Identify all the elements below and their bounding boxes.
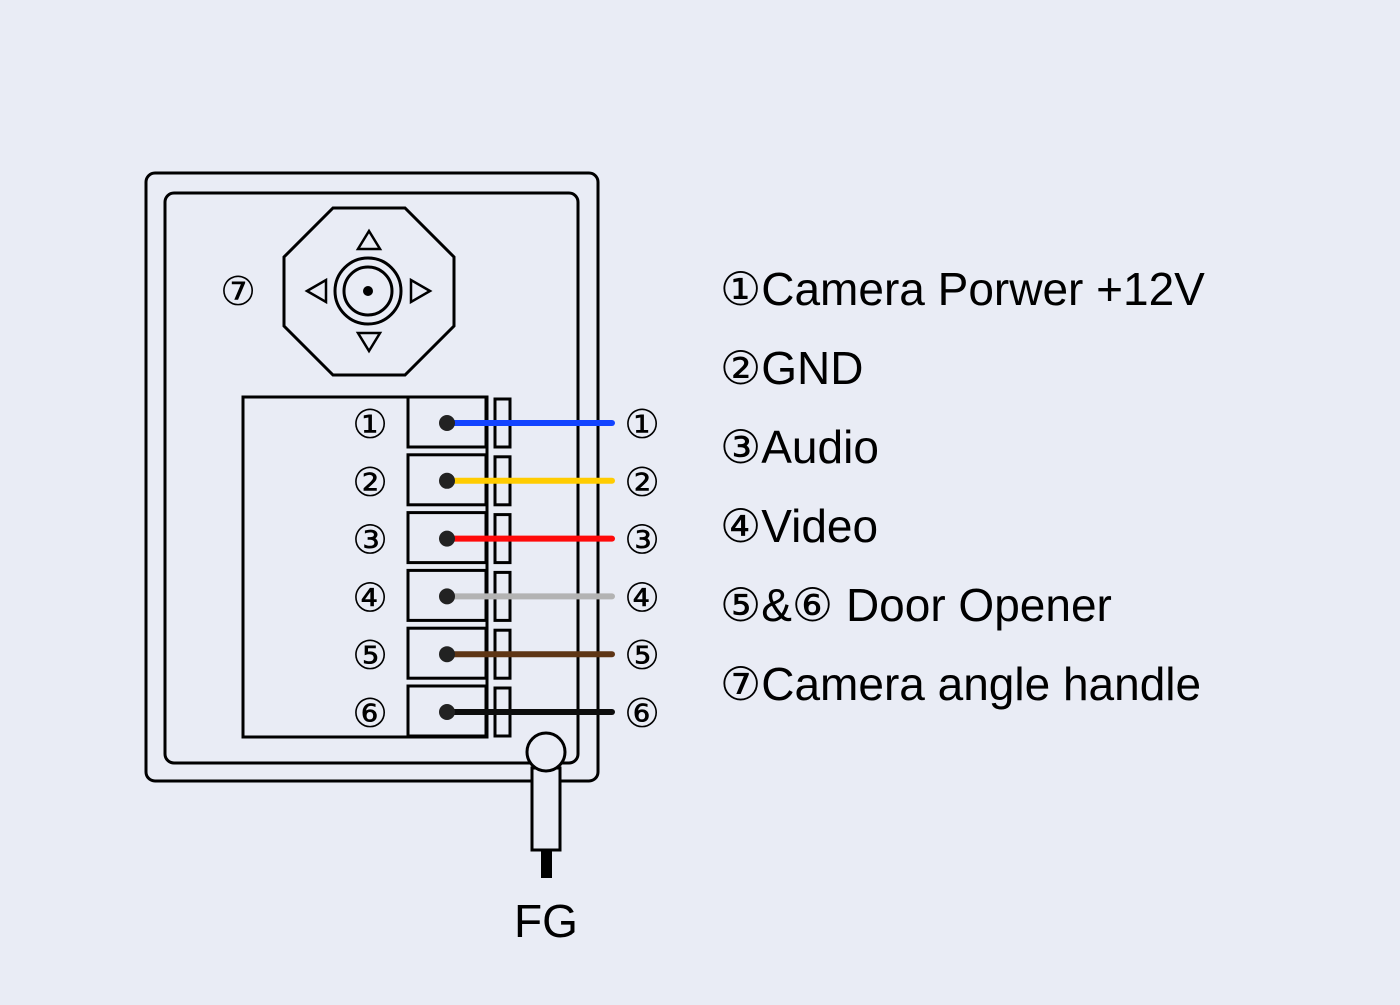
arrow-down-icon (355, 331, 383, 354)
legend-label: GND (761, 342, 863, 394)
arrow-up-icon (355, 228, 383, 251)
terminal-number-left: ① (352, 403, 388, 447)
legend-item: ①Camera Porwer +12V (720, 263, 1205, 315)
terminal-number-left: ③ (352, 519, 388, 563)
device-housing-outer (144, 171, 600, 783)
legend-item: ⑤&⑥ Door Opener (720, 579, 1112, 631)
camera-angle-handle: ⑦ (220, 206, 456, 377)
terminal-number-right: ① (624, 403, 660, 447)
terminal-number-left: ② (352, 461, 388, 505)
terminal-screw (439, 472, 455, 489)
ground-wire-sleeve (530, 766, 562, 852)
terminal-number-right: ⑥ (624, 692, 660, 736)
terminal-screw (439, 415, 455, 431)
legend-marker: ③ (720, 421, 761, 473)
legend-label: Door Opener (833, 579, 1112, 631)
legend-label: Audio (761, 421, 879, 473)
legend-marker: ⑤&⑥ (720, 579, 833, 631)
terminal-screw (439, 646, 455, 663)
ground-wire-lead (541, 850, 552, 878)
legend-item: ②GND (720, 342, 863, 394)
terminal-screw (439, 588, 455, 605)
legend-label: Camera Porwer +12V (761, 263, 1205, 315)
handle-octagon (282, 206, 456, 377)
handle-number-label: ⑦ (220, 270, 256, 314)
legend-marker: ⑦ (720, 658, 761, 710)
ground-wire: FG (514, 731, 578, 947)
terminal-number-left: ⑤ (352, 634, 388, 678)
legend-marker: ④ (720, 500, 761, 552)
terminal-screw (439, 530, 455, 547)
terminal-number-left: ⑥ (352, 692, 388, 736)
joystick-center-dot (363, 286, 373, 296)
legend-item: ④Video (720, 500, 878, 552)
legend-item: ③Audio (720, 421, 879, 473)
arrow-right-icon (409, 277, 433, 305)
terminal-number-right: ④ (624, 576, 660, 620)
legend-item: ⑦Camera angle handle (720, 658, 1201, 710)
ground-wire-grommet (525, 731, 567, 773)
legend-marker: ② (720, 342, 761, 394)
terminal-block-frame (241, 395, 489, 739)
joystick-inner-ring (342, 265, 394, 317)
terminal-number-left: ④ (352, 576, 388, 620)
ground-label: FG (514, 895, 578, 947)
terminal-number-right: ⑤ (624, 634, 660, 678)
terminal-number-right: ② (624, 461, 660, 505)
joystick-outer-ring (333, 256, 403, 326)
legend-marker: ① (720, 263, 761, 315)
legend-label: Video (761, 500, 878, 552)
terminal-screw (439, 704, 455, 720)
arrow-left-icon (304, 277, 328, 305)
legend-label: Camera angle handle (761, 658, 1201, 710)
terminal-number-right: ③ (624, 519, 660, 563)
